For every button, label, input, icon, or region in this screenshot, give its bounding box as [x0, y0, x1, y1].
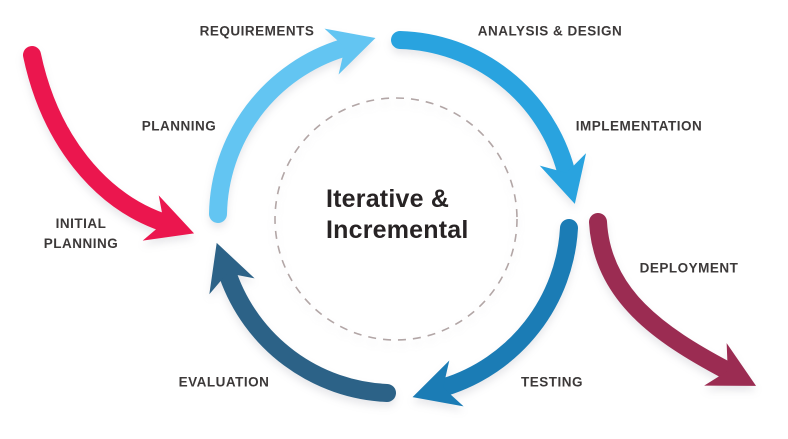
evaluation-arc — [209, 242, 396, 402]
initial-planning-label: INITIAL PLANNING — [44, 214, 119, 254]
analysis-implementation-arc — [391, 31, 587, 204]
deployment-arrow — [589, 213, 757, 386]
inner-dashed-circle — [274, 97, 518, 341]
evaluation-label: EVALUATION — [178, 374, 270, 390]
requirements-label: REQUIREMENTS — [199, 23, 315, 39]
center-title: Iterative & Incremental — [326, 184, 469, 246]
testing-arc — [412, 219, 578, 407]
analysis-design-label: ANALYSIS & DESIGN — [477, 23, 623, 39]
initial-planning-arrow — [23, 46, 195, 241]
initial-planning-label-line1: INITIAL — [55, 216, 107, 231]
center-title-line2: Incremental — [326, 216, 469, 244]
planning-label: PLANNING — [141, 118, 217, 134]
testing-label: TESTING — [520, 374, 584, 390]
planning-requirements-arc — [209, 28, 376, 223]
initial-planning-label-line2: PLANNING — [43, 236, 119, 251]
deployment-label: DEPLOYMENT — [639, 260, 739, 276]
center-title-line1: Iterative & — [326, 185, 450, 213]
implementation-label: IMPLEMENTATION — [575, 118, 703, 134]
